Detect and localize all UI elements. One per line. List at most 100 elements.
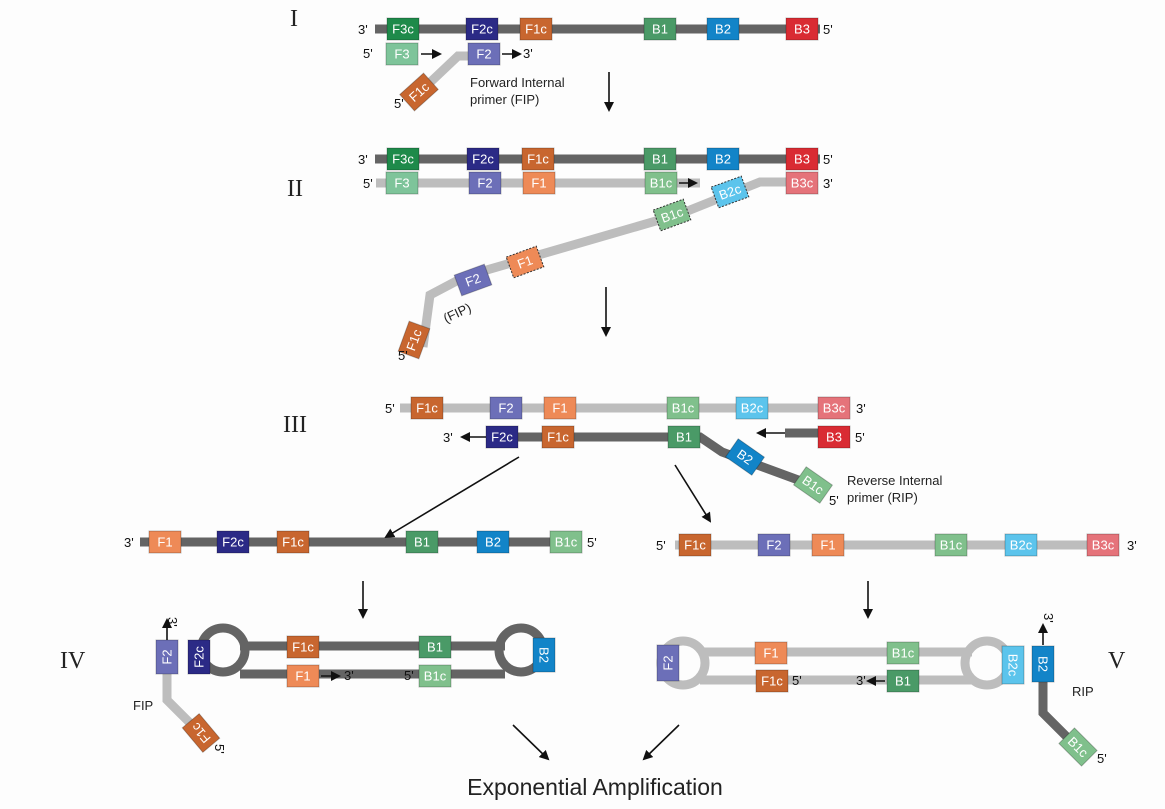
segment-b1c-box: B1c bbox=[549, 530, 583, 554]
segment-b3c-box: B3c bbox=[1086, 533, 1120, 557]
segment-label: F1c bbox=[282, 535, 304, 550]
five-prime-label: 5' bbox=[398, 348, 408, 363]
segment-b2c-box: B2c bbox=[710, 175, 750, 209]
segment-label: B1c bbox=[892, 646, 915, 661]
rip-primer-v bbox=[1038, 680, 1079, 749]
segment-b1c-box: B1c bbox=[792, 466, 834, 504]
segment-b1-box: B1 bbox=[667, 425, 701, 449]
branch-arrow-right bbox=[674, 464, 712, 523]
stage-label-iv: IV bbox=[60, 648, 86, 674]
segment-label: F2 bbox=[498, 401, 513, 416]
segment-f1c-box: F1c bbox=[410, 396, 444, 420]
five-prime-label: 5' bbox=[363, 176, 373, 191]
segment-label: B1 bbox=[676, 430, 692, 445]
segment-f1c-box: F1c bbox=[755, 669, 789, 693]
segment-label: F3c bbox=[392, 152, 414, 167]
segment-f1c-box: F1c bbox=[276, 530, 310, 554]
segment-b2-box: B2 bbox=[706, 17, 740, 41]
segment-label: B1 bbox=[414, 535, 430, 550]
segment-b1c-box: B1c bbox=[652, 198, 692, 232]
segment-label: B2 bbox=[715, 152, 731, 167]
segment-label: F2c bbox=[192, 646, 207, 668]
segment-b1c-box: B1c bbox=[418, 664, 452, 688]
segment-label: B1c bbox=[424, 669, 447, 684]
segment-f2-box: F2 bbox=[453, 263, 493, 297]
segment-label: B2 bbox=[537, 647, 552, 663]
segment-label: B1c bbox=[940, 538, 963, 553]
segment-label: F2c bbox=[472, 152, 494, 167]
segment-b2-box: B2 bbox=[1031, 645, 1055, 683]
segment-label: F2 bbox=[463, 270, 482, 289]
three-prime-label: 3' bbox=[523, 46, 533, 61]
five-prime-label: 5' bbox=[404, 668, 414, 683]
segment-label: F1c bbox=[292, 640, 314, 655]
segment-f2-box: F2 bbox=[155, 639, 179, 675]
segment-label: B3 bbox=[794, 152, 810, 167]
segment-label: B1 bbox=[652, 22, 668, 37]
segment-f1-box: F1 bbox=[286, 664, 320, 688]
segment-b1-box: B1 bbox=[418, 635, 452, 659]
segment-label: F1 bbox=[531, 176, 546, 191]
segment-f2c-box: F2c bbox=[485, 425, 519, 449]
segment-label: F1c bbox=[527, 152, 549, 167]
segment-label: B1c bbox=[555, 535, 578, 550]
segment-f1-box: F1 bbox=[148, 530, 182, 554]
segment-label: F1c bbox=[525, 22, 547, 37]
segment-f1-box: F1 bbox=[543, 396, 577, 420]
five-prime-label: 5' bbox=[792, 673, 802, 688]
segment-f3c-box: F3c bbox=[386, 17, 420, 41]
segment-f1c-box: F1c bbox=[397, 320, 431, 360]
segment-f2-box: F2 bbox=[757, 533, 791, 557]
segment-b3-box: B3 bbox=[785, 147, 819, 171]
segment-label: B1 bbox=[427, 640, 443, 655]
segment-f1c-box: F1c bbox=[541, 425, 575, 449]
segment-f1-box: F1 bbox=[811, 533, 845, 557]
five-prime-label: 5' bbox=[855, 430, 865, 445]
segment-b1c-box: B1c bbox=[644, 171, 678, 195]
segment-label: F2 bbox=[661, 655, 676, 670]
segment-label: B3c bbox=[791, 176, 814, 191]
segment-label: B2 bbox=[485, 535, 501, 550]
displaced-fip-strand-ii bbox=[418, 177, 812, 348]
segment-b1-box: B1 bbox=[643, 147, 677, 171]
segment-label: B2c bbox=[717, 181, 744, 203]
segment-f2-box: F2 bbox=[489, 396, 523, 420]
three-prime-label: 3' bbox=[1127, 538, 1137, 553]
segment-f2-box: F2 bbox=[468, 171, 502, 195]
segment-f2c-box: F2c bbox=[466, 147, 500, 171]
segment-b2-box: B2 bbox=[724, 438, 766, 476]
segment-b1c-box: B1c bbox=[666, 396, 700, 420]
segment-label: F1c bbox=[403, 327, 425, 353]
segment-b1-box: B1 bbox=[886, 669, 920, 693]
converge-arrow-left bbox=[512, 724, 550, 761]
three-prime-label: 3' bbox=[1041, 613, 1056, 623]
segment-label: B2 bbox=[1036, 656, 1051, 672]
converge-arrow-right bbox=[642, 724, 680, 761]
segment-label: F3 bbox=[394, 176, 409, 191]
branch-arrow-left bbox=[384, 456, 520, 539]
five-prime-label: 5' bbox=[385, 401, 395, 416]
segment-label: F1c bbox=[761, 674, 783, 689]
rip-annotation-line1: Reverse Internal bbox=[847, 473, 942, 488]
five-prime-label: 5' bbox=[823, 152, 833, 167]
segment-label: F2c bbox=[491, 430, 513, 445]
five-prime-label: 5' bbox=[394, 96, 404, 111]
segment-label: B1 bbox=[652, 152, 668, 167]
five-prime-label: 5' bbox=[212, 744, 227, 754]
segment-label: F2c bbox=[222, 535, 244, 550]
segment-label: F1 bbox=[763, 646, 778, 661]
segment-b3-box: B3 bbox=[817, 425, 851, 449]
segment-label: B3 bbox=[794, 22, 810, 37]
five-prime-label: 5' bbox=[363, 46, 373, 61]
stage-label-iii: III bbox=[283, 412, 307, 438]
segment-label: B3 bbox=[826, 430, 842, 445]
segment-f1c-box: F1c bbox=[678, 533, 712, 557]
dna-strands bbox=[140, 24, 1110, 749]
segment-f3c-box: F3c bbox=[386, 147, 420, 171]
fip-paren-annotation: (FIP) bbox=[441, 300, 474, 326]
segment-b3-box: B3 bbox=[785, 17, 819, 41]
segment-label: B3c bbox=[1092, 538, 1115, 553]
five-prime-label: 5' bbox=[823, 22, 833, 37]
segment-f2-box: F2 bbox=[656, 644, 680, 682]
